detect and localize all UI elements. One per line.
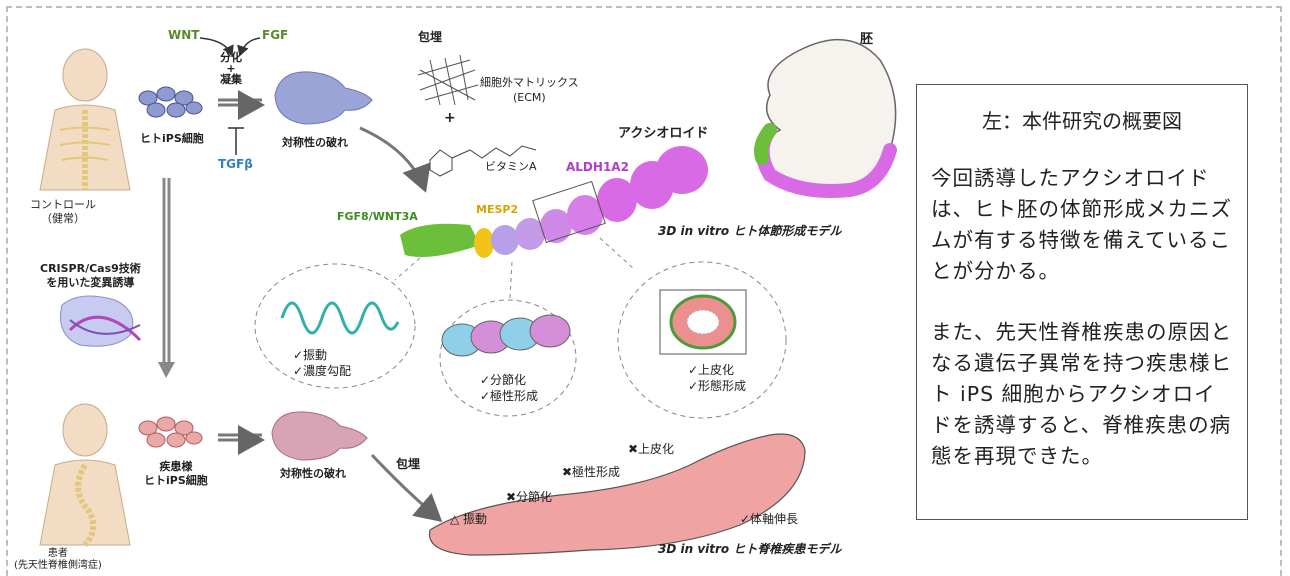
label-patient: 患者 (先天性脊椎側湾症) [14, 548, 102, 572]
label-symmetry-break-bottom: 対称性の破れ [280, 465, 346, 481]
label-differentiate: 分化 + 凝集 [220, 52, 242, 85]
label-fgf: FGF [262, 28, 288, 42]
label-d-polarity: ✖極性形成 [562, 463, 620, 480]
patient-human-figure [40, 404, 130, 545]
label-control: コントロール （健常） [30, 198, 96, 226]
axioloid-top [400, 146, 708, 258]
label-wnt: WNT [168, 28, 199, 42]
symmetry-break-blob-top [275, 72, 372, 124]
crispr-illustration [60, 296, 140, 346]
label-human-ips: ヒトiPS細胞 [140, 130, 204, 146]
label-symmetry-break-top: 対称性の破れ [282, 134, 348, 150]
summary-panel: 左：本件研究の概要図 今回誘導したアクシオロイドは、ヒト胚の体節形成メカニズムが… [916, 84, 1248, 520]
label-d-segmentation: ✖分節化 [506, 488, 552, 505]
label-d-oscillation: △ 振動 [450, 510, 487, 527]
label-tgfb: TGFβ [218, 157, 253, 171]
label-crispr: CRISPR/Cas9技術 を用いた変異誘導 [40, 262, 141, 290]
label-ecm: 細胞外マトリックス (ECM) [480, 75, 579, 105]
ips-cells-control [139, 87, 202, 117]
epithelial-rosette [660, 290, 746, 354]
label-model-disease: 3D in vitro ヒト脊椎疾患モデル [658, 540, 841, 557]
symmetry-break-blob-bottom [272, 412, 367, 460]
panel-paragraph-1: 今回誘導したアクシオロイドは、ヒト胚の体節形成メカニズムが有する特徴を備えている… [931, 163, 1237, 287]
label-d-epithelial: ✖上皮化 [628, 440, 674, 457]
label-embed-bottom: 包埋 [396, 455, 420, 472]
ecm-illustration [418, 55, 478, 105]
disease-axioloid [430, 434, 806, 555]
label-embed-top: 包埋 [418, 28, 442, 45]
embryo-illustration [761, 40, 896, 191]
label-axioloid: アクシオロイド [618, 122, 708, 141]
panel-title: 左：本件研究の概要図 [917, 105, 1247, 134]
label-oscillation: ✓振動 ✓濃度勾配 [293, 347, 351, 379]
label-fgf8-wnt3a: FGF8/WNT3A [337, 210, 418, 223]
label-d-elongation: ✓体軸伸長 [740, 510, 798, 527]
ips-cells-disease [139, 417, 202, 447]
panel-paragraph-2: また、先天性脊椎疾患の原因となる遺伝子異常を持つ疾患様ヒト iPS 細胞からアク… [931, 317, 1237, 472]
label-aldh1a2: ALDH1A2 [566, 160, 629, 174]
label-model-somite: 3D in vitro ヒト体節形成モデル [658, 222, 841, 239]
label-embryo: 胚 [860, 28, 873, 47]
label-disease-ips: 疾患様 ヒトiPS細胞 [144, 460, 208, 488]
label-epithelial: ✓上皮化 ✓形態形成 [688, 362, 746, 394]
label-plus: + [444, 110, 456, 126]
control-human-figure [40, 49, 130, 190]
label-vitamin-a: ビタミンA [485, 158, 537, 174]
label-mesp2: MESP2 [476, 203, 518, 216]
label-segmentation: ✓分節化 ✓極性形成 [480, 372, 538, 404]
